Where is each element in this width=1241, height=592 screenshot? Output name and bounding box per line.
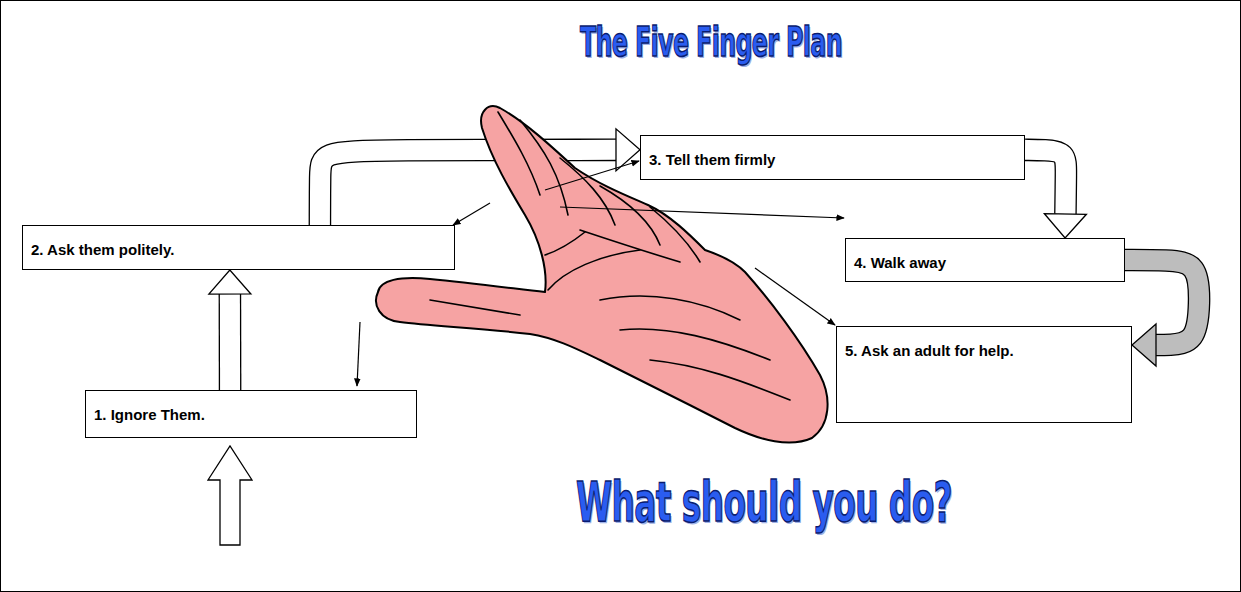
caption-text: What should you do? — [576, 474, 952, 530]
arrow-head — [209, 270, 251, 294]
arrow-shaft-outline — [1025, 150, 1066, 214]
leader-lines — [357, 161, 844, 386]
process-box: 2. Ask them politely. — [22, 225, 455, 270]
process-box: 4. Walk away — [845, 238, 1125, 282]
block-arrow — [209, 270, 251, 390]
arrow-shaft — [1025, 150, 1066, 214]
block-arrow — [1125, 260, 1199, 366]
process-box: 1. Ignore Them. — [85, 390, 417, 438]
process-box: 5. Ask an adult for help. — [836, 326, 1132, 423]
step-text: 3. Tell them firmly — [649, 150, 1016, 170]
arrow-shaft — [220, 294, 240, 390]
process-box: 3. Tell them firmly — [640, 135, 1025, 180]
block-arrow — [1025, 150, 1086, 238]
arrow-head — [1132, 324, 1156, 366]
step-text: 2. Ask them politely. — [31, 240, 446, 260]
step-text: 1. Ignore Them. — [94, 405, 408, 425]
entry-arrow — [208, 446, 252, 545]
title-text: The Five Finger Plan — [580, 22, 842, 62]
arrow-shaft-outline — [1125, 260, 1199, 345]
arrow-shaft-outline — [219, 294, 242, 390]
step-text: 5. Ask an adult for help. — [845, 341, 1123, 361]
step-text: 4. Walk away — [854, 253, 1116, 273]
arrow-shaft — [1125, 260, 1199, 345]
arrow-head — [1044, 214, 1086, 238]
